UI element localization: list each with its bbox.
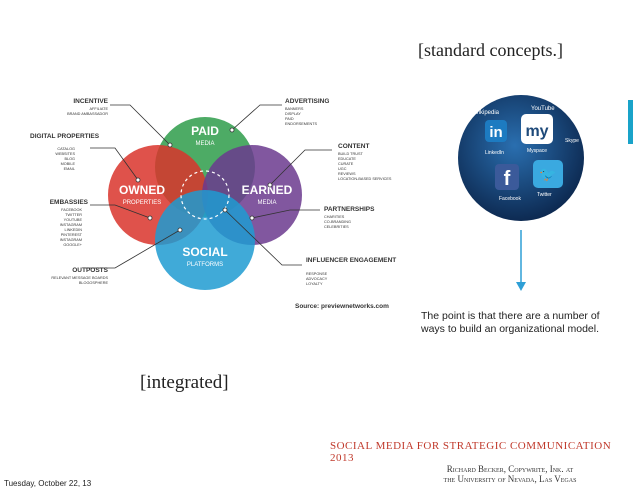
svg-text:my: my <box>525 123 548 140</box>
embassy-item: GOOGLE+ <box>63 243 82 247</box>
course-title: Social Media For Strategic Communication… <box>330 440 612 464</box>
partnerships-item: CHARITIES <box>324 215 345 219</box>
partnerships-item: CELEBRITIES <box>324 225 349 229</box>
advertising-item: BANNERS <box>285 107 304 111</box>
social-title: SOCIAL <box>182 245 227 259</box>
content-item: UGC <box>338 167 347 171</box>
svg-text:in: in <box>489 124 502 141</box>
connector-lines <box>85 104 332 269</box>
outposts-item: BLOGOSPHERE <box>79 281 109 285</box>
svg-text:LinkedIn: LinkedIn <box>485 150 504 156</box>
embassies-title: EMBASSIES <box>50 199 89 206</box>
social-media-globe: in my f 🐦 Wikipedia YouTube LinkedIn Mys… <box>458 95 584 221</box>
center-dashed-circle <box>180 170 230 220</box>
embassy-item: INSTAGRAM <box>60 223 82 227</box>
partnerships-title: PARTNERSHIPS <box>324 206 375 213</box>
digital-properties-title: DIGITAL PROPERTIES <box>30 133 100 140</box>
incentive-title: INCENTIVE <box>73 98 108 105</box>
advertising-item: DISPLAY <box>285 112 301 116</box>
left-groups: INCENTIVE AFFILIATE BRAND AMBASSADOR DIG… <box>30 98 109 285</box>
source-credit: Source: previewnetworks.com <box>295 303 389 310</box>
advertising-title: ADVERTISING <box>285 98 329 105</box>
partnerships-item: CO-BRANDING <box>324 220 351 224</box>
embassy-item: INSTAGRAM <box>60 238 82 242</box>
content-item: EDUCATE <box>338 157 356 161</box>
content-item: LOCATION-BASED SERVICES <box>338 177 392 181</box>
point-caption: The point is that there are a number of … <box>421 310 600 335</box>
digital-item: MOBILE <box>61 162 76 166</box>
paid-subtitle: MEDIA <box>195 141 214 147</box>
paid-title: PAID <box>191 124 219 138</box>
earned-subtitle: MEDIA <box>257 200 276 206</box>
earned-title: EARNED <box>242 183 293 197</box>
credit-block: Social Media For Strategic Communication… <box>330 440 630 484</box>
content-item: BUILD TRUST <box>338 152 364 156</box>
content-item: CURATE <box>338 162 354 166</box>
incentive-item: AFFILIATE <box>90 107 109 111</box>
content-item: REVIEWS <box>338 172 356 176</box>
influencer-item: ADVOCACY <box>306 277 328 281</box>
influencer-item: RESPONSE <box>306 272 328 276</box>
digital-item: CATALOG <box>57 147 75 151</box>
outposts-title: OUTPOSTS <box>72 267 108 274</box>
embassy-item: TWITTER <box>65 213 82 217</box>
media-model-diagram: PAID MEDIA OWNED PROPERTIES EARNED MEDIA… <box>30 98 396 310</box>
right-groups: ADVERTISING BANNERS DISPLAY PAID ENDORSE… <box>285 98 396 286</box>
svg-text:🐦: 🐦 <box>539 166 556 182</box>
advertising-item: PAID <box>285 117 294 121</box>
advertising-item: ENDORSEMENTS <box>285 122 318 126</box>
content-title: CONTENT <box>338 143 369 150</box>
digital-item: WEBSITES <box>55 152 75 156</box>
credit-author: Richard Becker, Copywrite, Ink. at <box>446 464 574 474</box>
svg-text:Facebook: Facebook <box>499 196 521 202</box>
svg-text:Myspace: Myspace <box>527 148 547 154</box>
embassy-item: FACEBOOK <box>61 208 82 212</box>
slide-date: Tuesday, October 22, 13 <box>4 479 92 488</box>
owned-subtitle: PROPERTIES <box>123 200 162 206</box>
embassy-item: PINTEREST <box>61 233 83 237</box>
accent-bar <box>628 100 633 144</box>
incentive-item: BRAND AMBASSADOR <box>67 112 108 116</box>
svg-text:Twitter: Twitter <box>537 192 552 198</box>
owned-title: OWNED <box>119 183 165 197</box>
svg-text:Wikipedia: Wikipedia <box>473 110 500 116</box>
integrated-label: [integrated] <box>140 372 229 393</box>
svg-text:f: f <box>504 168 511 190</box>
social-subtitle: PLATFORMS <box>187 262 223 268</box>
social-platforms-circle <box>155 190 255 290</box>
influencer-item: LOYALTY <box>306 282 323 286</box>
svg-text:YouTube: YouTube <box>531 106 555 112</box>
standard-concepts-heading: [standard concepts.] <box>418 40 563 60</box>
credit-university: the University of Nevada, Las Vegas <box>443 474 577 484</box>
embassy-item: YOUTUBE <box>64 218 83 222</box>
svg-text:Skype: Skype <box>565 138 579 144</box>
influencer-title: INFLUENCER ENGAGEMENT <box>306 257 396 264</box>
embassy-item: LINKEDIN <box>64 228 82 232</box>
digital-item: BLOG <box>64 157 75 161</box>
pointer-arrow <box>516 230 526 291</box>
digital-item: EMAIL <box>64 167 75 171</box>
outposts-item: RELEVANT MESSAGE BOARDS <box>51 276 108 280</box>
